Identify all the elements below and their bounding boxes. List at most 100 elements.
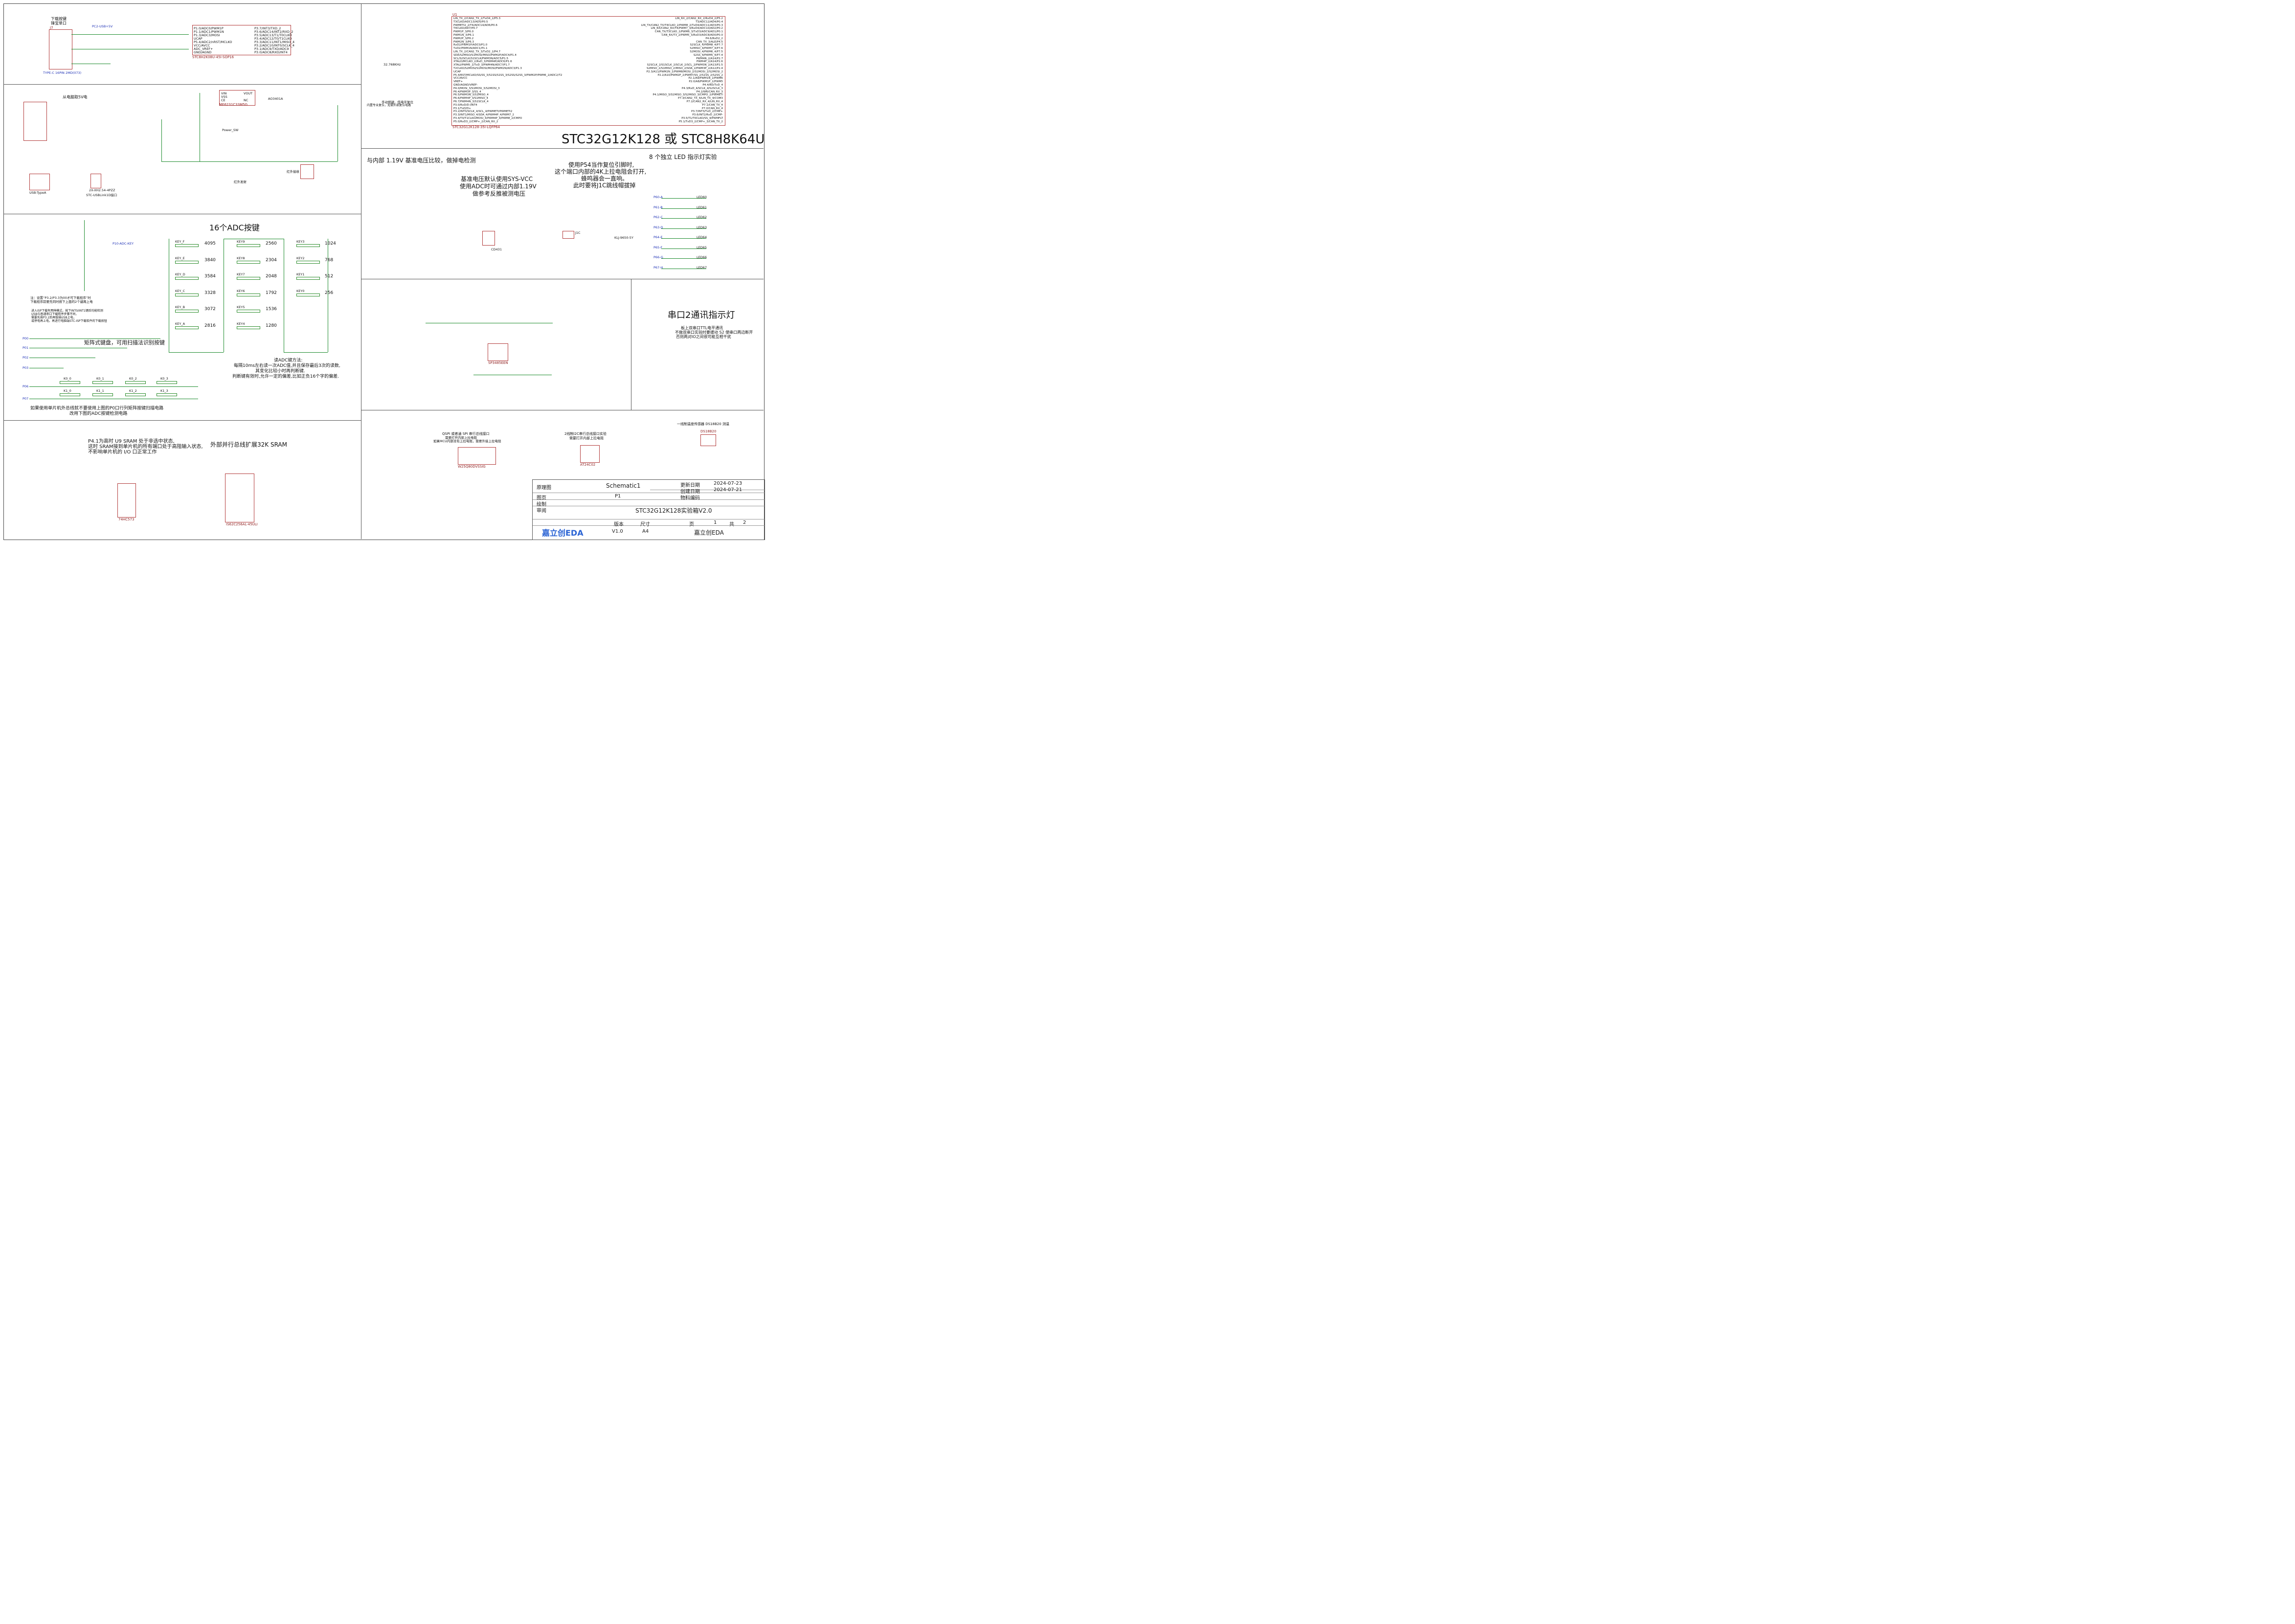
- heading-matrix: 矩阵式键盘，可用扫描法识别按键: [84, 339, 165, 346]
- u1-left-pin: P6.6/PWM4P_3/S1MISO_4: [453, 97, 488, 100]
- heading-sram: 外部并行总线扩展32K SRAM: [210, 441, 287, 448]
- note-matrix-1: 如果使用单片机外总线就不要使用上图的P0口行列矩阵按键扫描电路: [30, 406, 164, 411]
- u15-pin-4: NC: [244, 98, 248, 102]
- connector-j4-label: USB-TypeA: [29, 191, 46, 195]
- u1-right-pin: S2MISO_4/PWM7_4/P7.6: [690, 47, 723, 50]
- led-label: LED60: [697, 195, 707, 199]
- led-net-label: P66-G: [653, 255, 663, 259]
- note-p54-1: 使用P54当作复位引脚时,: [568, 161, 634, 168]
- u1-left-pin: P6.7/PWM4N_3/S1SCLK_4: [453, 100, 489, 103]
- u15-pin-3: VOUT: [244, 91, 253, 95]
- u15-pin-1: VSS: [221, 95, 227, 99]
- led-label: LED66: [697, 255, 707, 259]
- adc-key-switch: [237, 310, 260, 313]
- u15-pin-0: VIN: [221, 91, 227, 95]
- net-p10-adc-key: P10-ADC-KEY: [112, 242, 134, 246]
- adc-key-value: 3328: [204, 290, 216, 295]
- u1-left-pin: XTALI/PWM5_2/TxD_3/PWM4N/ADC7/P1.7: [453, 64, 510, 67]
- jumper-j1c: [562, 231, 574, 239]
- led-label: LED63: [697, 225, 707, 229]
- wire: [29, 338, 160, 339]
- tb-company: 嘉立创EDA: [694, 529, 724, 536]
- tb-label-updated: 更新日期: [680, 483, 700, 488]
- u1-left-pin: T2CLKO/S2MOSI/S1MOSI/MOSI/PWM2N/ADC3/P1.…: [453, 67, 522, 70]
- note-download-3: 需要先按P3.2后再拔插USB上电，: [31, 316, 76, 319]
- chip-u10: [117, 483, 136, 518]
- adc-key-switch: [175, 244, 199, 247]
- note-p54-3: 蜂鸣器会一直响。: [581, 175, 629, 182]
- adc-key-value: 3840: [204, 257, 216, 263]
- adc-key-switch: [237, 293, 260, 296]
- u1-left-pin: GND/AGND/VREF-: [453, 84, 478, 87]
- u1-right-pin: LIN_RX/CAN2_RX/T4/PWM7_3/RxD4/ADC10/AD2/…: [651, 27, 723, 30]
- tb-total: 2: [743, 520, 746, 525]
- adc-key-switch: [175, 326, 199, 329]
- led-wire: [661, 198, 706, 199]
- note-p54-4: 此时要将J1C跳线帽拔掉: [573, 182, 636, 189]
- adc-key-label: KEY_B: [175, 305, 185, 309]
- u1-right-pin: S2SCLK_4/PWM8_4/P7.7: [690, 44, 723, 47]
- adc-key-value: 1024: [325, 241, 336, 246]
- adc-key-label: KEY0: [296, 289, 305, 293]
- u1-left-pin: PWM1N_3/P6.1: [453, 34, 474, 37]
- adc-key-switch: [237, 260, 260, 264]
- note-download-2: USB与普通串口下载程序步骤不同，: [31, 313, 79, 316]
- u1-right-pin: S2MISO_2/S1MISO_2/MISO_2/SDA_2/PWM3P_2/A…: [646, 67, 723, 70]
- wire: [84, 220, 85, 291]
- tb-label-size: 尺寸: [640, 522, 650, 527]
- reset-note-1: 手动按键，低电平复位: [382, 100, 413, 104]
- adc-key-value: 3584: [204, 274, 216, 279]
- u1-left-pin: VCC/AVCC: [453, 77, 468, 80]
- adc-key-value: 1280: [266, 323, 277, 328]
- led-label: LED65: [697, 245, 707, 249]
- sheet-border: [3, 3, 765, 540]
- adc-key-switch: [296, 277, 320, 280]
- chip-u10-label: 74HC573: [118, 518, 135, 521]
- u2-pin-r-5: P3.2/ADC10/INT0/SCLK_4: [254, 44, 294, 47]
- wire: [161, 119, 162, 161]
- matrix-key-switch: [157, 381, 177, 384]
- tb-label-drawn: 绘制: [537, 502, 546, 507]
- note-i2c-2: 需要打开内部上拉电阻: [569, 436, 604, 440]
- note-matrix-2: 改用下图的ADC按键检测电路: [69, 411, 128, 416]
- adc-key-label: KEY3: [296, 240, 305, 244]
- matrix-port-label: P03: [22, 366, 29, 370]
- matrix-key-label: K0_2: [129, 377, 137, 381]
- adc-key-label: KEY_D: [175, 272, 185, 276]
- note-vref-1: 基准电压默认使用SYS-VCC: [461, 176, 533, 182]
- chip-u3-label: AT24C02: [580, 463, 596, 467]
- heading-uart2: 串口2通讯指示灯: [668, 310, 735, 320]
- buzzer-label: KLJ-9650-5Y: [614, 236, 633, 240]
- note-sram-1: P4.1为高时 U9 SRAM 处于非选中状态,: [88, 439, 175, 444]
- u2-pin-l-5: VCC/AVCC: [194, 44, 210, 47]
- u1-right-pin: P7.2/CAN2_RX_4/LIN_RX_4: [686, 100, 723, 103]
- adc-key-label: KEY_F: [175, 240, 185, 244]
- matrix-port-label: P02: [22, 356, 29, 360]
- adc-key-label: KEY_E: [175, 256, 185, 260]
- note-uart2-3: 否则两对IO之间很可能互相干扰: [676, 335, 731, 339]
- net-pc2-usb: PC2-USB+5V: [92, 24, 113, 28]
- u2-pin-l-3: UCAP: [194, 37, 202, 41]
- ir-receiver-label: 红外接收: [287, 170, 299, 174]
- note-uart2-1: 板上双串口TTL电平通讯: [681, 326, 723, 330]
- u2-pin-r-3: P3.4/ADC12/T0/T1CLKO: [254, 37, 292, 41]
- note-adc-read-3: 其变化比较小时再判断键.: [255, 369, 305, 374]
- mosfet-label: AO3401A: [268, 97, 283, 101]
- adc-key-label: KEY_A: [175, 321, 185, 326]
- divider-left-1: [3, 84, 361, 85]
- adc-key-label: KEY5: [237, 305, 245, 309]
- adc-key-switch: [175, 293, 199, 296]
- matrix-key-label: K1_1: [96, 389, 104, 393]
- chip-u1-name: U1: [452, 13, 457, 17]
- chip-u9-label: IS62C256AL-45ULI: [226, 522, 258, 526]
- u2-pin-r-7: P3.0/ADC8/RXD/INT4: [254, 50, 288, 54]
- chip-u2: [192, 25, 291, 55]
- heading-mcu: STC32G12K128 或 STC8H8K64U: [562, 132, 765, 147]
- wire: [71, 34, 189, 35]
- adc-key-label: KEY2: [296, 256, 305, 260]
- u1-right-pin: CAN_TX/T3CLKO_2/PWM6_3/TxD3/ADC9/AD1/P0.…: [654, 30, 723, 34]
- connector-j6: [23, 102, 47, 141]
- tb-label-drawing: 原理图: [537, 485, 551, 491]
- led-wire: [661, 228, 706, 229]
- u1-right-pin: P3.5/T1/T0CLKO/SS_4/PWMFLT: [681, 117, 723, 120]
